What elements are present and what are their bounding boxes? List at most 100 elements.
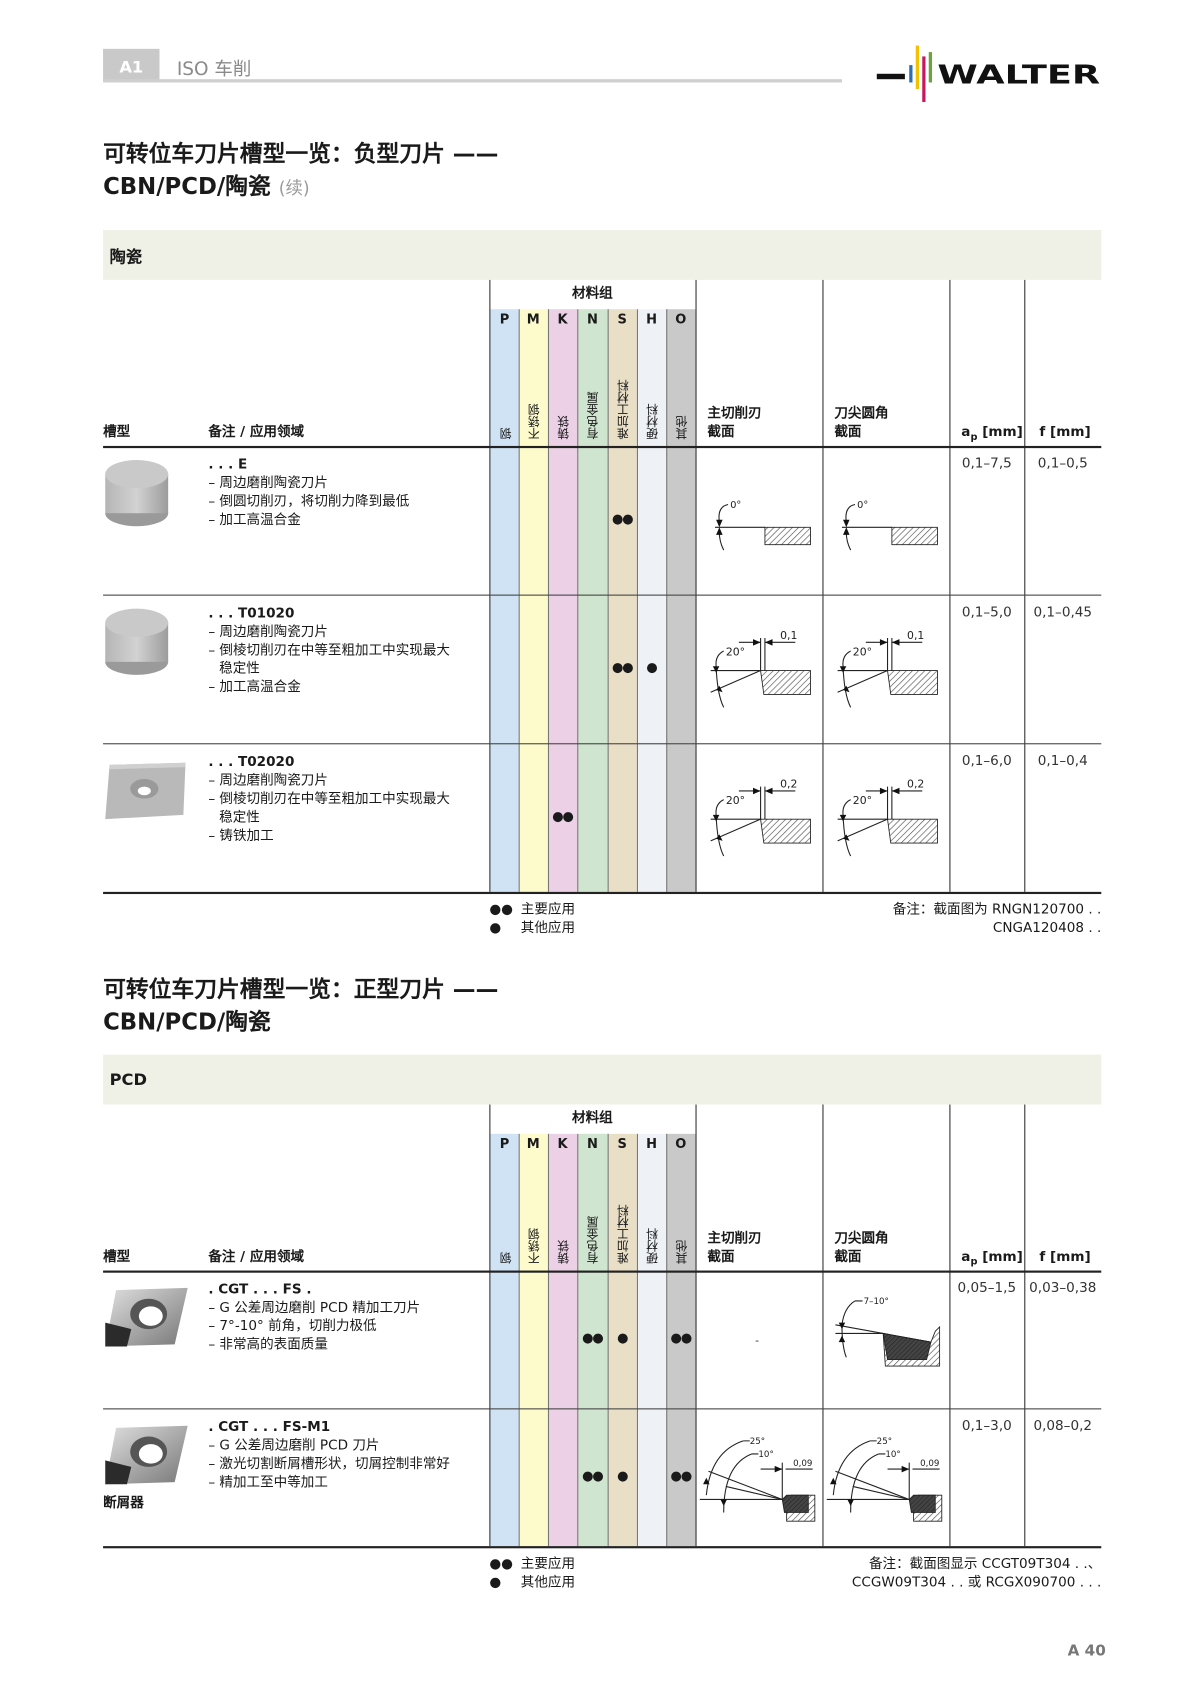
column-divider bbox=[695, 279, 697, 892]
material-letter-O: O bbox=[675, 1135, 687, 1152]
title-line-1: 可转位车刀片槽型一览：正型刀片 —— bbox=[103, 976, 499, 1003]
ap-value: 0,05–1,5 bbox=[957, 1279, 1017, 1296]
remarks-text: . CGT . . . FS-M1– G 公差周边磨削 PCD 刀片– 激光切割… bbox=[208, 1417, 450, 1491]
remark-line: 稳定性 bbox=[219, 808, 260, 825]
diagram-label: 10° bbox=[758, 1450, 773, 1460]
usage-dot-S: ● bbox=[617, 1329, 628, 1345]
material-name-N: 有色金属 bbox=[585, 1216, 601, 1265]
remark-line: – 倒棱切削刃在中等至粗加工中实现最大 bbox=[208, 641, 450, 658]
note-line: 备注：截面图显示 CCGT09T304 . .、 bbox=[868, 1554, 1102, 1572]
material-name-P: 钢 bbox=[499, 427, 514, 440]
legend-other: ●其他应用 bbox=[489, 1572, 575, 1590]
remark-line: – 铸铁加工 bbox=[208, 826, 274, 844]
geometry-code: . . . T02020 bbox=[208, 752, 295, 770]
material-name-K: 铸铁 bbox=[556, 1240, 571, 1265]
material-column-H bbox=[636, 309, 667, 892]
category-band: 陶瓷 bbox=[103, 230, 1102, 280]
material-letter-M: M bbox=[526, 1135, 540, 1152]
material-column-K bbox=[547, 1133, 578, 1547]
remark-line: – 加工高温合金 bbox=[208, 511, 301, 528]
corner-header: 刀尖圆角截面 bbox=[834, 1228, 888, 1265]
remarks-header: 备注 / 应用领域 bbox=[208, 1247, 305, 1265]
diagram-label: 25° bbox=[877, 1437, 892, 1447]
page-number: A 40 bbox=[1067, 1642, 1106, 1661]
material-group-title: 材料组 bbox=[572, 284, 613, 301]
remarks-text: . . . E– 周边磨削陶瓷刀片– 倒圆切削刃，将切削力降到最低– 加工高温合… bbox=[208, 455, 409, 529]
material-column-M bbox=[518, 1133, 548, 1547]
material-column-M bbox=[518, 309, 548, 892]
ap-unit: [mm] bbox=[977, 423, 1023, 440]
material-divider bbox=[547, 309, 550, 892]
ap-header: ap [mm] bbox=[961, 1247, 1023, 1272]
f-header: f [mm] bbox=[1039, 1247, 1091, 1265]
material-divider bbox=[518, 309, 520, 892]
material-divider bbox=[547, 1133, 550, 1547]
header-bottom-rule bbox=[103, 1270, 1102, 1273]
row-divider bbox=[103, 1546, 1102, 1549]
header-rule bbox=[103, 79, 842, 83]
material-divider bbox=[636, 1133, 638, 1547]
material-column-P bbox=[490, 1133, 519, 1547]
f-value: 0,03–0,38 bbox=[1029, 1279, 1097, 1296]
geometry-code: . CGT . . . FS-M1 bbox=[208, 1418, 331, 1435]
legend-text: 主要应用 bbox=[520, 1554, 576, 1572]
chipbreaker-label: 断屑器 bbox=[103, 1494, 144, 1511]
diagram-label: 20° bbox=[853, 645, 872, 658]
column-divider bbox=[822, 1104, 824, 1547]
main-edge-diagram: - bbox=[695, 1271, 822, 1413]
geometry-header: 槽型 bbox=[103, 423, 131, 440]
material-name-O: 其他 bbox=[674, 1240, 689, 1265]
remark-line: – 周边磨削陶瓷刀片 bbox=[208, 622, 328, 640]
legend-text: 主要应用 bbox=[520, 900, 576, 917]
row-divider bbox=[103, 1408, 1102, 1410]
insert-image bbox=[103, 1279, 190, 1359]
remarks-header: 备注 / 应用领域 bbox=[208, 423, 305, 440]
column-divider bbox=[489, 1104, 491, 1547]
ap-value: 0,1–6,0 bbox=[961, 751, 1012, 769]
note-line: CCGW09T304 . . 或 RCGX090700 . . . bbox=[851, 1573, 1102, 1590]
material-name-M: 不锈钢 bbox=[527, 1228, 542, 1265]
material-letter-H: H bbox=[646, 1135, 657, 1152]
header-line: 主切削刃 bbox=[707, 1229, 762, 1246]
usage-dot-N: ●● bbox=[582, 1329, 604, 1345]
legend-main: ●● 主要应用 bbox=[489, 899, 575, 917]
section-title: 可转位车刀片槽型一览：负型刀片 ——CBN/PCD/陶瓷 (续) bbox=[103, 138, 498, 205]
note-line: CNGA120408 . . bbox=[992, 918, 1102, 936]
diagram-label: 0,09 bbox=[920, 1459, 939, 1469]
material-letter-K: K bbox=[557, 311, 568, 327]
legend-text: 其他应用 bbox=[520, 918, 576, 936]
material-divider bbox=[577, 309, 579, 892]
material-name-M: 不锈钢 bbox=[527, 403, 542, 440]
material-name-O: 其他 bbox=[674, 415, 689, 440]
geometry-code: . . . T01020 bbox=[208, 604, 295, 621]
ap-subscript: p bbox=[970, 1256, 978, 1268]
remark-line: – G 公差周边磨削 PCD 精加工刀片 bbox=[208, 1298, 421, 1316]
material-name-N: 有色金属 bbox=[585, 391, 601, 440]
row-divider bbox=[103, 743, 1102, 745]
geometry-code: . . . E bbox=[208, 455, 248, 472]
header-line: 截面 bbox=[834, 1247, 862, 1265]
ap-header: ap [mm] bbox=[961, 422, 1023, 447]
f-value: 0,08–0,2 bbox=[1033, 1417, 1093, 1434]
column-divider bbox=[489, 279, 491, 892]
remark-line: 稳定性 bbox=[219, 659, 260, 676]
material-letter-K: K bbox=[557, 1135, 568, 1152]
geometry-code: . CGT . . . FS . bbox=[208, 1280, 312, 1297]
geometry-header: 槽型 bbox=[103, 1247, 131, 1265]
remark-line: – 倒圆切削刃，将切削力降到最低 bbox=[208, 492, 410, 509]
usage-dot-H: ● bbox=[646, 659, 657, 675]
header-line: 主切削刃 bbox=[707, 404, 762, 421]
usage-dot-K: ●● bbox=[552, 807, 574, 823]
header-bottom-rule bbox=[103, 445, 1102, 449]
diagram-label: 20° bbox=[726, 794, 745, 807]
legend-symbol: ●● bbox=[489, 900, 514, 917]
material-column-O bbox=[666, 309, 696, 892]
material-column-H bbox=[636, 1133, 667, 1547]
material-group-title: 材料组 bbox=[572, 1108, 613, 1126]
insert-image bbox=[103, 1417, 190, 1497]
remark-line: – 周边磨削陶瓷刀片 bbox=[208, 771, 328, 788]
material-divider bbox=[518, 1133, 520, 1547]
material-divider bbox=[607, 1133, 609, 1547]
header-line: 刀尖圆角 bbox=[834, 1229, 889, 1246]
category-label: 陶瓷 bbox=[109, 247, 143, 267]
